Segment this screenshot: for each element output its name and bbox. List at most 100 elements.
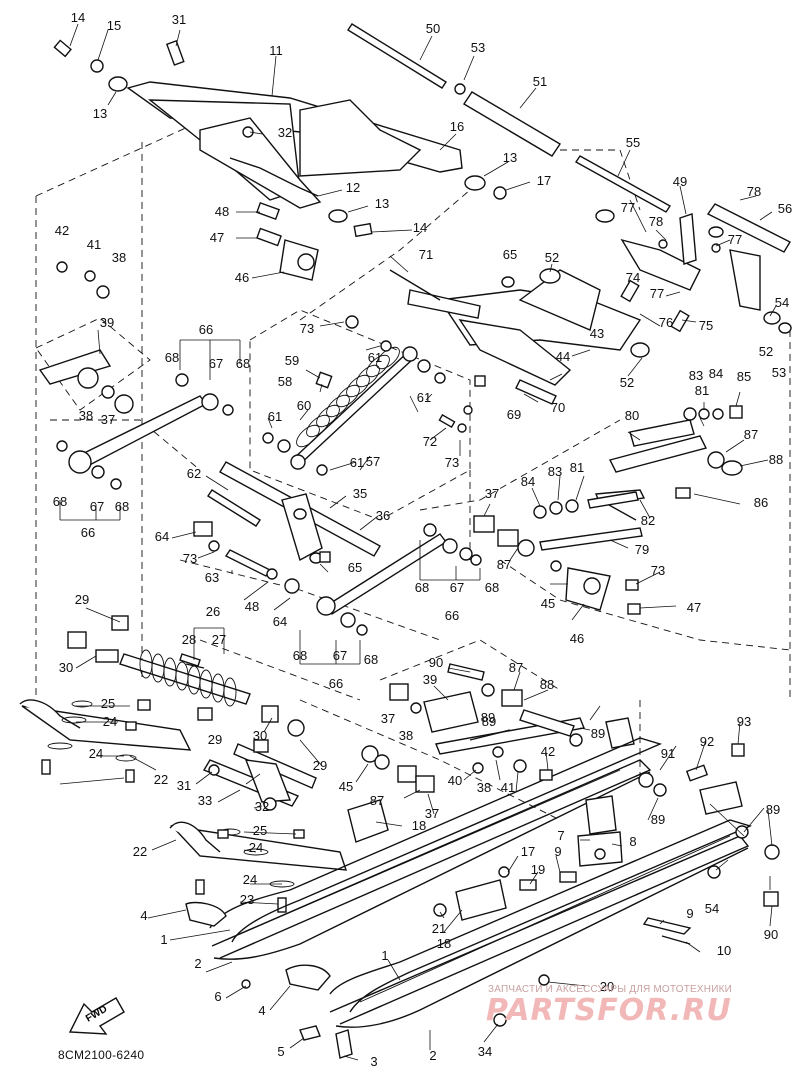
callout-number: 36	[376, 508, 390, 523]
callout-number: 48	[215, 204, 229, 219]
callout-number: 54	[705, 901, 719, 916]
callout-number: 21	[432, 921, 446, 936]
callout-number: 63	[205, 570, 219, 585]
callout-number: 83	[548, 464, 562, 479]
callout-number: 58	[278, 374, 292, 389]
callout-number: 64	[273, 614, 287, 629]
callout-number: 77	[728, 232, 742, 247]
watermark-logo: PARTSFOR.RU	[486, 993, 732, 1028]
front-arm-assembly	[53, 39, 507, 238]
callout-number: 67	[209, 356, 223, 371]
callout-number: 52	[545, 250, 559, 265]
callout-number: 78	[649, 214, 663, 229]
callout-number: 20	[600, 979, 614, 994]
fwd-arrow: FWD	[68, 997, 125, 1035]
callout-number: 91	[661, 746, 675, 761]
front-linkage	[38, 349, 234, 490]
callout-number: 52	[620, 375, 634, 390]
callout-number: 67	[90, 499, 104, 514]
callout-number: 10	[717, 943, 731, 958]
callout-number: 53	[772, 365, 786, 380]
callout-number: 71	[419, 247, 433, 262]
callout-number: 32	[278, 125, 292, 140]
callout-number: 34	[478, 1044, 492, 1059]
callout-number: 17	[537, 173, 551, 188]
callout-number: 28	[182, 632, 196, 647]
callout-number: 13	[93, 106, 107, 121]
callout-number: 51	[533, 74, 547, 89]
callout-number: 45	[339, 779, 353, 794]
callout-number: 27	[212, 632, 226, 647]
callout-number: 5	[277, 1044, 284, 1059]
callout-number: 30	[253, 728, 267, 743]
callout-number: 15	[107, 18, 121, 33]
callout-number: 89	[766, 802, 780, 817]
callout-number: 4	[140, 908, 147, 923]
callout-number: 25	[253, 823, 267, 838]
callout-number: 24	[89, 746, 103, 761]
callout-number: 93	[737, 714, 751, 729]
callout-number: 73	[300, 321, 314, 336]
callout-number: 1	[160, 932, 167, 947]
callout-number: 1	[381, 948, 388, 963]
callout-number: 68	[236, 356, 250, 371]
callout-number: 47	[687, 600, 701, 615]
callout-number: 35	[353, 486, 367, 501]
callout-number: 31	[177, 778, 191, 793]
front-lower-bracket	[202, 739, 317, 811]
callout-number: 42	[541, 744, 555, 759]
callout-number: 38	[79, 408, 93, 423]
rear-shock	[262, 315, 486, 476]
callout-number: 26	[206, 604, 220, 619]
callout-number: 42	[55, 223, 69, 238]
callout-number: 49	[673, 174, 687, 189]
callout-number: 61	[350, 455, 364, 470]
callout-number: 84	[709, 366, 723, 381]
callout-number: 2	[194, 956, 201, 971]
callout-number: 67	[450, 580, 464, 595]
callout-number: 80	[625, 408, 639, 423]
callout-number: 29	[75, 592, 89, 607]
callout-number: 50	[426, 21, 440, 36]
callout-number: 46	[235, 270, 249, 285]
diagram-code: 8CM2100-6240	[58, 1048, 145, 1062]
callout-number: 76	[659, 315, 673, 330]
callout-number: 23	[240, 892, 254, 907]
rear-arm-assembly	[389, 213, 761, 405]
callout-number: 78	[747, 184, 761, 199]
callout-number: 37	[425, 806, 439, 821]
callout-number: 86	[754, 495, 768, 510]
callout-number: 88	[769, 452, 783, 467]
callout-number: 65	[348, 560, 362, 575]
callout-number: 43	[590, 326, 604, 341]
callout-number: 77	[621, 200, 635, 215]
callout-number: 82	[641, 513, 655, 528]
callout-number: 75	[699, 318, 713, 333]
callout-number: 4	[258, 1003, 265, 1018]
callout-number: 14	[413, 220, 427, 235]
callout-number: 11	[269, 43, 283, 58]
callout-number: 18	[412, 818, 426, 833]
callout-number: 89	[651, 812, 665, 827]
callout-number: 38	[399, 728, 413, 743]
callout-number: 17	[521, 844, 535, 859]
callout-number: 85	[737, 369, 751, 384]
callout-number: 72	[423, 434, 437, 449]
callout-number: 13	[375, 196, 389, 211]
leader-lines	[59, 23, 777, 1061]
callout-number: 46	[570, 631, 584, 646]
callout-number: 88	[540, 677, 554, 692]
callout-number: 12	[346, 180, 360, 195]
linework: FWD	[19, 23, 792, 1061]
callout-number: 40	[448, 773, 462, 788]
callout-number: 61	[417, 390, 431, 405]
callout-number: 19	[531, 862, 545, 877]
callout-number: 54	[775, 295, 789, 310]
callout-number: 29	[313, 758, 327, 773]
callout-number: 66	[199, 322, 213, 337]
upper-bracket	[56, 201, 319, 299]
callout-number: 87	[497, 557, 511, 572]
front-shock	[67, 615, 305, 737]
